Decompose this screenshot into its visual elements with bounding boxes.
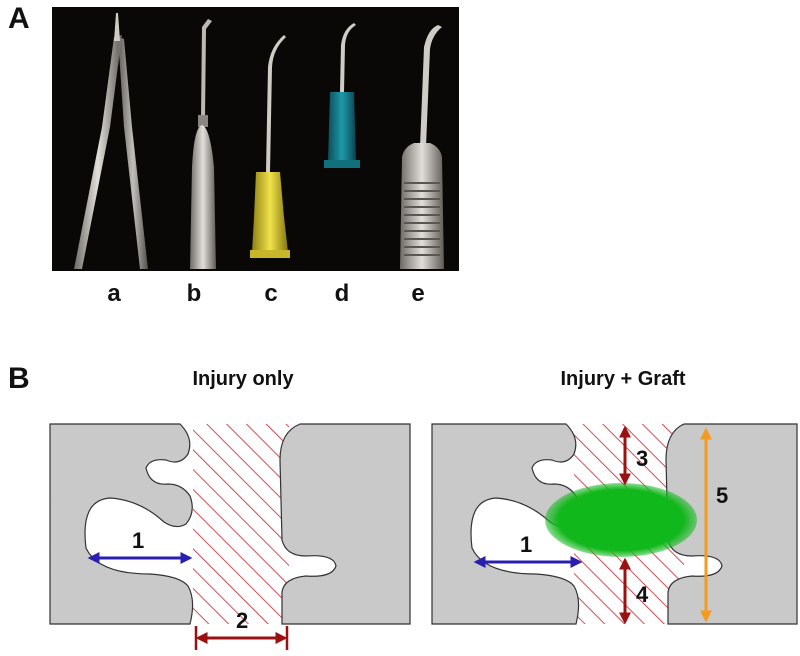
teal-cannula-tool bbox=[324, 23, 360, 168]
measure-label-4: 4 bbox=[636, 582, 649, 607]
tool-label-c: c bbox=[264, 280, 278, 307]
injury-only-title: Injury only bbox=[192, 368, 294, 390]
measure-label-5: 5 bbox=[716, 483, 728, 508]
tool-label-b: b bbox=[186, 280, 202, 307]
yellow-cannula-tool bbox=[250, 35, 290, 258]
injury-graft-diagram: 1 3 4 5 bbox=[431, 423, 798, 625]
measure-label-2: 2 bbox=[236, 608, 248, 633]
tissue-left-block bbox=[49, 423, 194, 625]
injury-zone-left bbox=[193, 424, 289, 624]
forceps-tool bbox=[400, 25, 444, 269]
panel-label-b: B bbox=[8, 362, 30, 395]
panel-label-a: A bbox=[8, 2, 30, 35]
measure-label-3: 3 bbox=[636, 446, 648, 471]
injury-graft-title: Injury + Graft bbox=[560, 368, 686, 390]
tool-label-a: a bbox=[107, 280, 121, 307]
tool-label-d: d bbox=[334, 280, 350, 307]
tissue-right-block bbox=[279, 423, 411, 625]
measure-label-1-left: 1 bbox=[132, 528, 144, 553]
probe-tool bbox=[190, 19, 216, 269]
instruments-illustration bbox=[74, 13, 444, 269]
tissue-right-block-graft bbox=[665, 423, 798, 625]
measure-label-1-right: 1 bbox=[520, 532, 532, 557]
tool-label-e: e bbox=[411, 280, 425, 307]
instruments-photo bbox=[52, 7, 459, 271]
injury-only-diagram: 1 2 bbox=[49, 423, 411, 650]
scissors-tool bbox=[74, 13, 148, 269]
graft bbox=[545, 483, 697, 557]
